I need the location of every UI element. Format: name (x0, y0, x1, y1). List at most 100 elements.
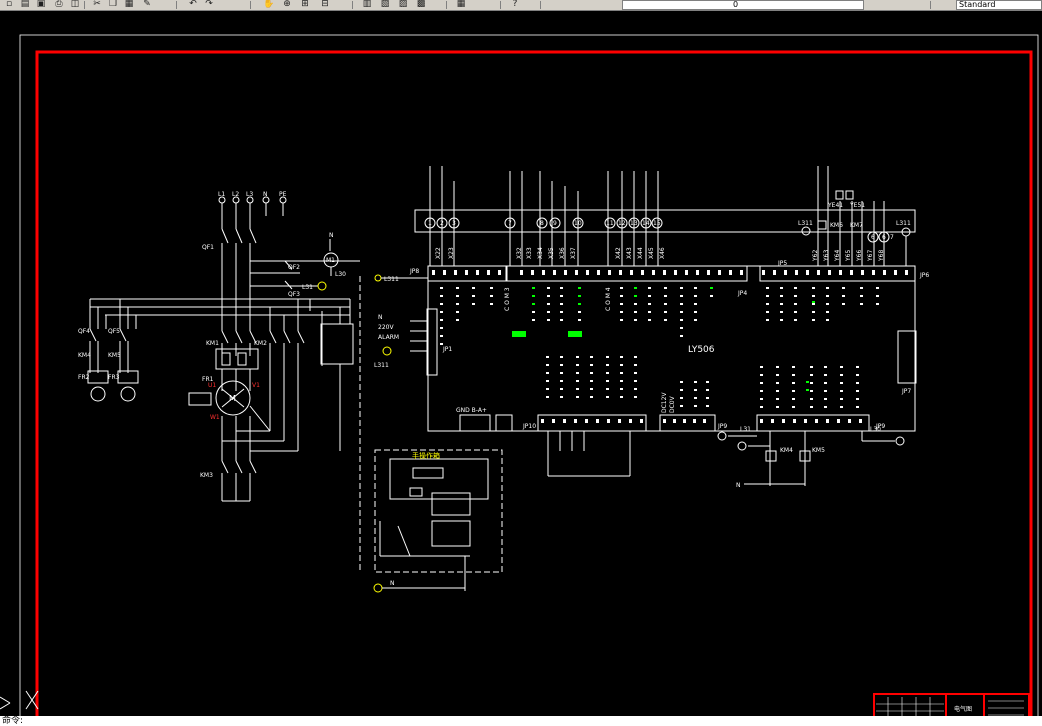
help-icon[interactable]: ? (512, 0, 518, 9)
board-tick (766, 319, 769, 321)
open-icon[interactable]: ▤ (20, 0, 30, 9)
jp5-label: JP5 (777, 260, 787, 267)
calc-icon[interactable]: ▦ (456, 0, 466, 9)
y-terminal-labels: Y62 Y63 Y64 Y65 Y66 Y67 Y68 YE41 YE51 KM… (798, 202, 911, 262)
breaker-label-qf4: QF4 (78, 328, 90, 335)
layer-dropdown[interactable]: 0 (622, 0, 864, 10)
board-tick (578, 295, 581, 297)
redo-icon[interactable]: ↷ (205, 0, 213, 9)
board-tick (817, 270, 820, 275)
board-tick (776, 390, 779, 392)
new-icon[interactable]: ▫ (5, 0, 13, 9)
board-tick (680, 327, 683, 329)
zoom-window-icon[interactable]: ⊞ (301, 0, 309, 9)
board-tick (560, 396, 563, 398)
board-tick (465, 270, 468, 275)
voltage-label: 220V (378, 324, 394, 331)
board-tick (810, 374, 813, 376)
cut-icon[interactable]: ✂ (93, 0, 101, 9)
board-tick (840, 406, 843, 408)
contactor-label-km5: KM5 (108, 352, 121, 359)
x-term-44: X44 (637, 247, 644, 259)
board-tick (634, 380, 637, 382)
board-tick (680, 335, 683, 337)
jp4-label: JP4 (737, 290, 747, 297)
control-circuit-labels: L311 N 220V ALARM L311 JP1 手操作箱 N (374, 276, 452, 587)
relay-label-fr3: FR3 (108, 374, 120, 381)
command-prompt: 命令: (2, 716, 24, 726)
board-tick (443, 270, 446, 275)
text-style-dropdown-value: Standard (959, 0, 996, 9)
board-tick (532, 303, 535, 305)
board-tick (664, 287, 667, 289)
markup-icon[interactable]: ▩ (416, 0, 426, 9)
board-tick (850, 270, 853, 275)
board-tick (792, 406, 795, 408)
zoom-realtime-icon[interactable]: ⊕ (283, 0, 291, 9)
match-icon[interactable]: ✎ (143, 0, 151, 9)
board-tick (606, 364, 609, 366)
board-tick (456, 303, 459, 305)
pan-icon[interactable]: ✋ (263, 0, 275, 9)
design-center-icon[interactable]: ▧ (380, 0, 390, 9)
board-tick (490, 295, 493, 297)
breaker-label-qf2: QF2 (288, 264, 300, 271)
board-tick (664, 295, 667, 297)
print-icon[interactable]: ⎙ (55, 0, 63, 9)
copy-icon[interactable]: ❐ (108, 0, 118, 9)
board-tick (804, 419, 807, 423)
supply-label-pe: PE (279, 191, 287, 198)
preview-icon[interactable]: ◫ (70, 0, 80, 9)
board-tick (664, 303, 667, 305)
board-tick (694, 397, 697, 399)
properties-icon[interactable]: ▥ (362, 0, 372, 9)
ye51-label: YE51 (849, 202, 865, 209)
board-tick (634, 303, 637, 305)
top-terminal-numbers: 1 2 3 7 8 9 10 11 12 13 14 15 6 6 7 (428, 220, 894, 241)
l311-label-right: L311 (896, 220, 911, 227)
board-tick (680, 287, 683, 289)
board-tick (706, 397, 709, 399)
x-terminal-labels: X22 X23 X32 X33 X34 X35 X36 X37 X42 X43 … (435, 247, 666, 259)
board-tick (793, 419, 796, 423)
paste-icon[interactable]: ▦ (124, 0, 134, 9)
board-tick (872, 270, 875, 275)
board-tick (710, 287, 713, 289)
board-tick (673, 419, 676, 423)
board-tick (553, 270, 556, 275)
board-tick (576, 364, 579, 366)
board-tick (856, 406, 859, 408)
board-tick (824, 406, 827, 408)
board-tick (848, 419, 851, 423)
board-tick (648, 311, 651, 313)
board-tick (840, 390, 843, 392)
jp6-label: JP6 (919, 272, 929, 279)
board-tick (586, 270, 589, 275)
l31-label: L31 (302, 284, 313, 291)
board-tick (680, 397, 683, 399)
board-tick (546, 356, 549, 358)
tool-palette-icon[interactable]: ▨ (398, 0, 408, 9)
board-tick (762, 270, 765, 275)
drawing-canvas[interactable]: L1 L2 L3 N PE QF1 QF2 QF3 QF4 QF5 KM1 KM… (0, 11, 1042, 726)
board-tick (560, 295, 563, 297)
board-tick (542, 270, 545, 275)
zoom-previous-icon[interactable]: ⊟ (321, 0, 329, 9)
text-style-dropdown[interactable]: Standard (956, 0, 1042, 10)
board-tick (840, 382, 843, 384)
save-icon[interactable]: ▣ (36, 0, 46, 9)
phase-label-v1: V1 (252, 382, 260, 389)
jp10-label: JP10 (522, 423, 536, 430)
board-tick (694, 295, 697, 297)
board-tick (810, 398, 813, 400)
y-term-65: Y65 (845, 250, 852, 262)
board-tick (620, 380, 623, 382)
board-tick (784, 270, 787, 275)
board-tick (532, 287, 535, 289)
power-circuit-labels: L1 L2 L3 N PE QF1 QF2 QF3 QF4 QF5 KM1 KM… (78, 191, 346, 479)
board-tick (842, 287, 845, 289)
board-tick (498, 270, 501, 275)
command-line[interactable]: 命令: (0, 716, 1042, 726)
undo-icon[interactable]: ↶ (189, 0, 197, 9)
y-term-63: Y63 (823, 250, 830, 262)
